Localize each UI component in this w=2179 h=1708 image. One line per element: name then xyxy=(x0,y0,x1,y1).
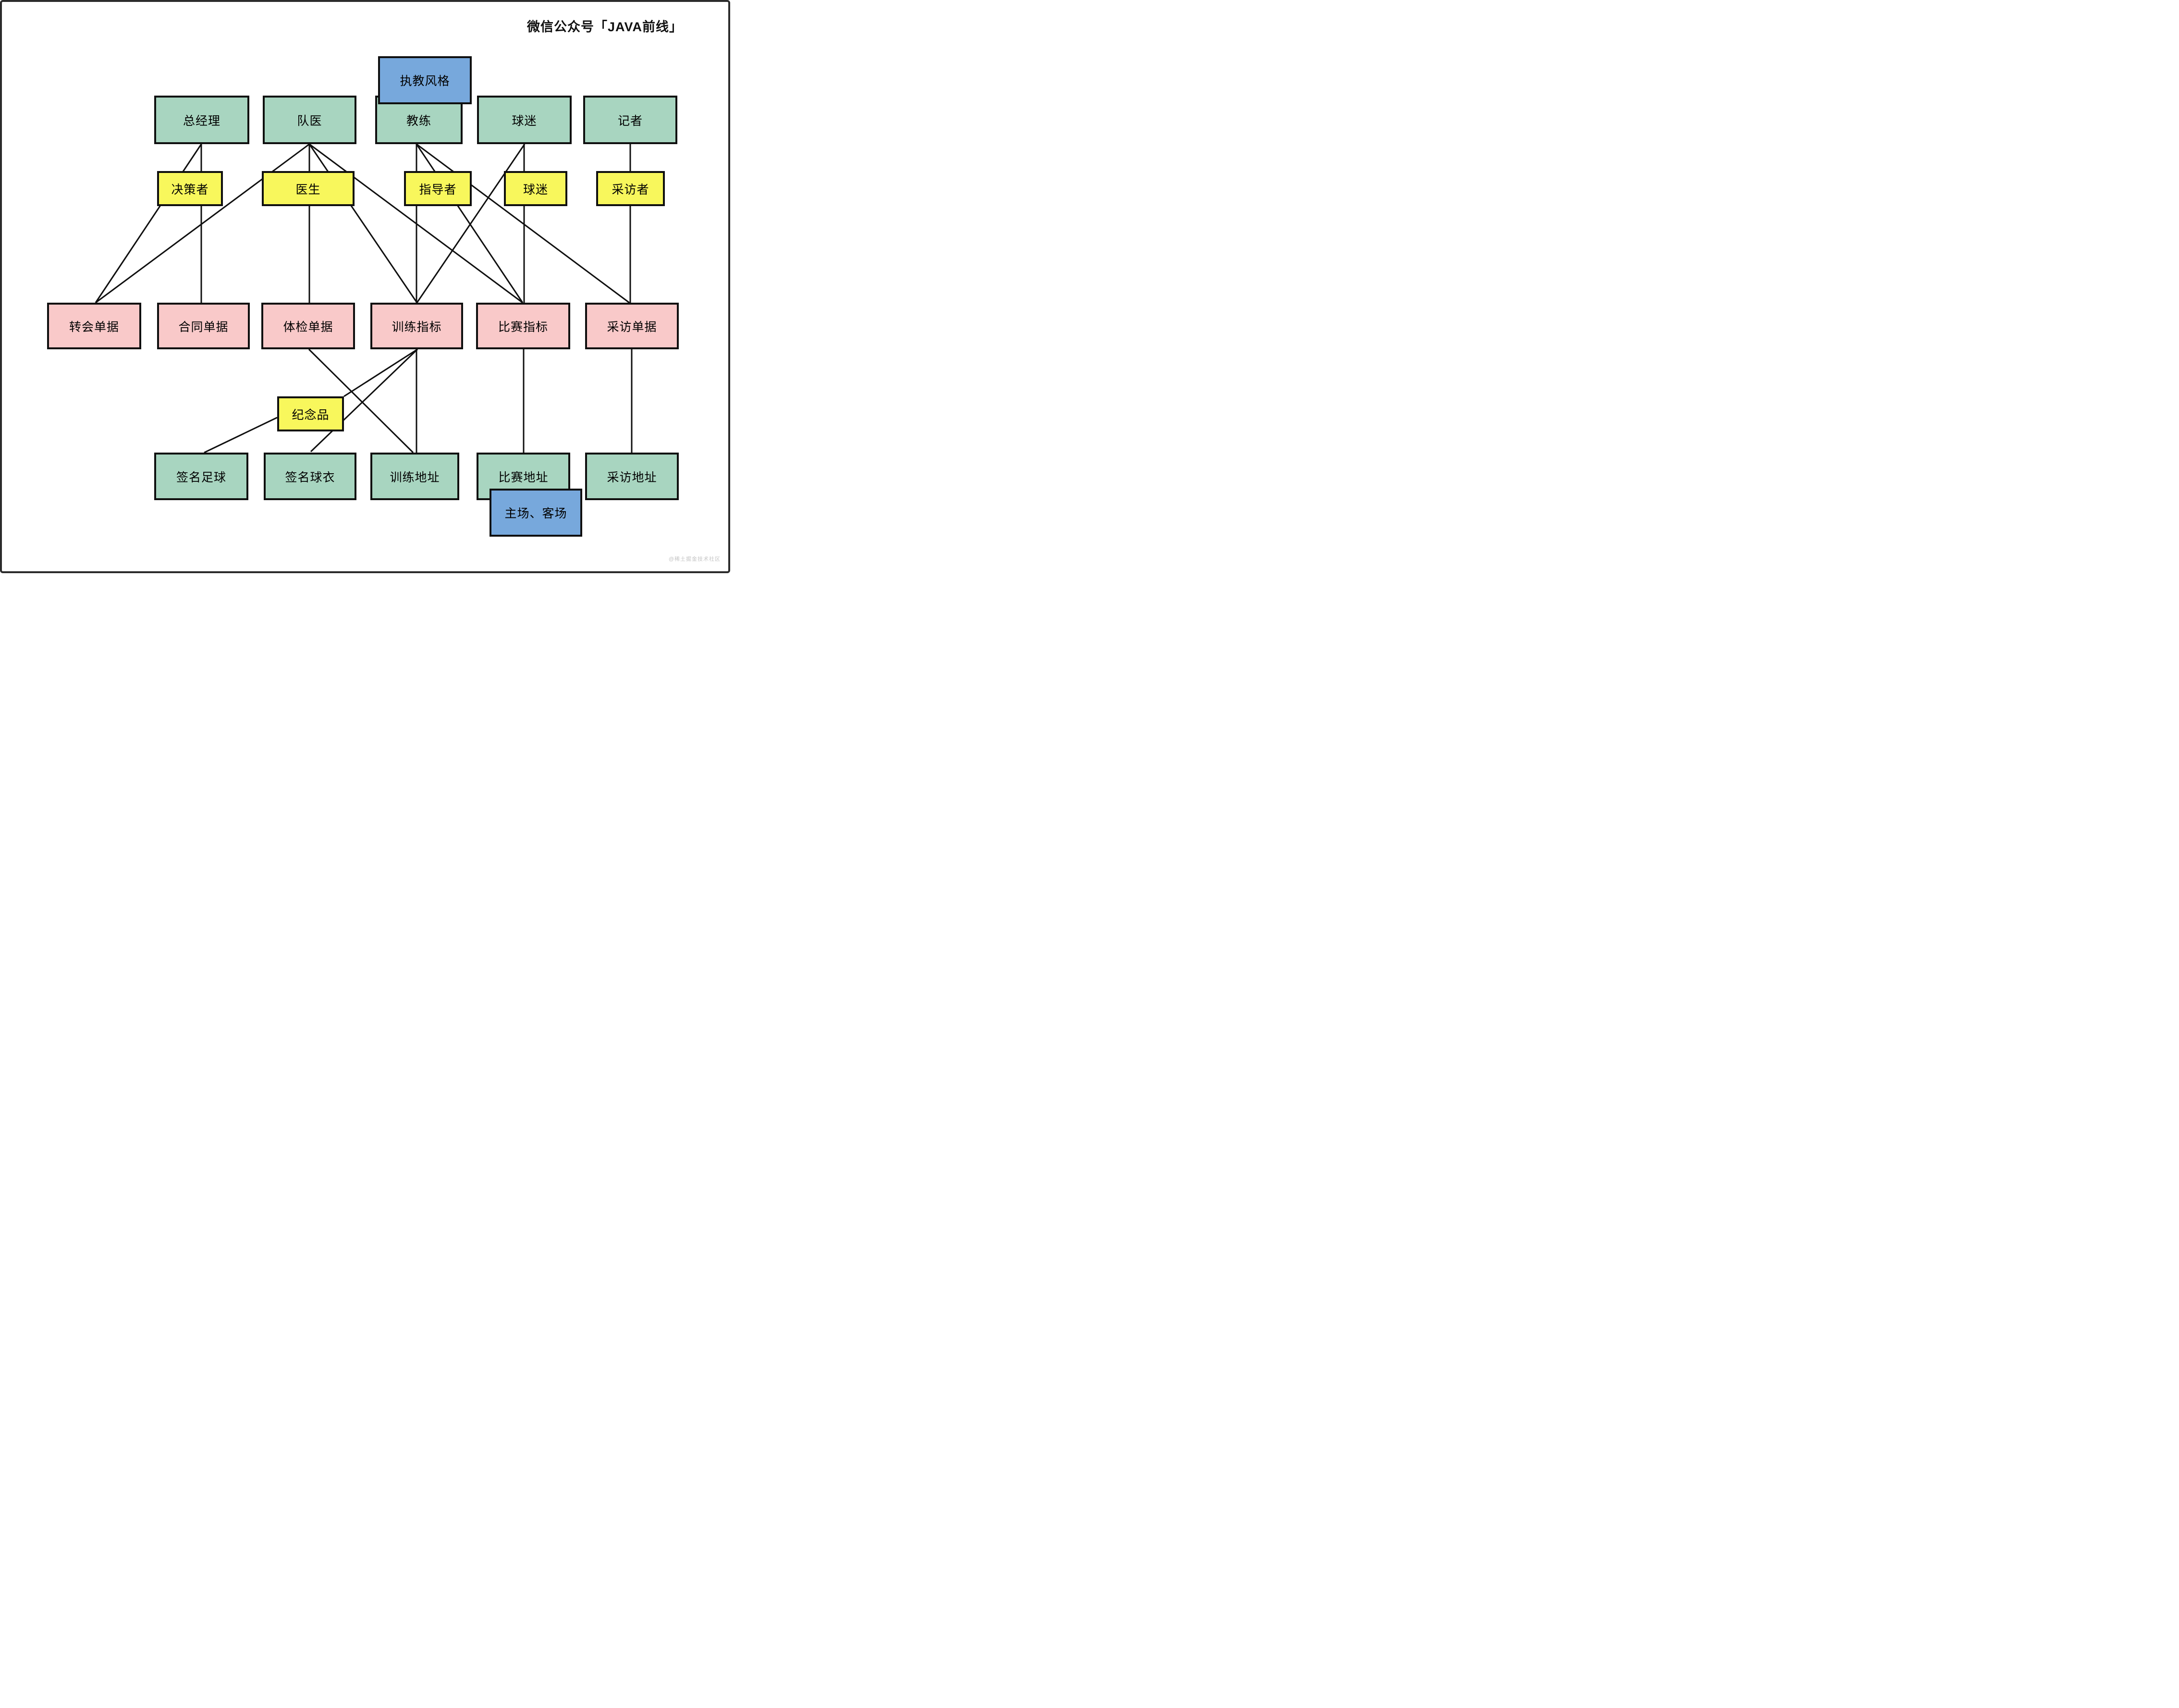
node-zhidaozhe: 指导者 xyxy=(404,171,472,206)
node-zongjingli: 总经理 xyxy=(154,96,249,144)
node-hetong-danju: 合同单据 xyxy=(157,303,250,349)
node-jinianpin: 纪念品 xyxy=(277,396,344,431)
node-zhijiao-fengge: 执教风格 xyxy=(378,56,472,104)
edge-duiyi--xunlian-zhibiao xyxy=(308,144,418,303)
node-juecezhe: 决策者 xyxy=(157,171,223,206)
edge-tijian-danju--xunlian-dizhi xyxy=(308,348,414,454)
node-caifang-danju: 采访单据 xyxy=(585,303,679,349)
node-xunlian-dizhi: 训练地址 xyxy=(370,453,459,500)
node-qiumi: 球迷 xyxy=(477,96,572,144)
node-qianming-zuqiu: 签名足球 xyxy=(154,453,248,500)
node-yisheng: 医生 xyxy=(262,171,355,206)
edge-zongjingli--zhuanhui-danju xyxy=(95,144,202,303)
node-zhuchang-kechang: 主场、客场 xyxy=(490,489,582,537)
edge-jiaolian--caifang-danju xyxy=(416,143,630,304)
node-qianming-qiuyi: 签名球衣 xyxy=(264,453,356,500)
page-title: 微信公众号「JAVA前线」 xyxy=(526,20,683,34)
edge-jinianpin--qianming-zuqiu xyxy=(204,417,278,454)
node-caifang-dizhi: 采访地址 xyxy=(585,453,679,500)
node-caifangzhe: 采访者 xyxy=(596,171,665,206)
edge-xunlian-zhibiao--qianming-qiuyi xyxy=(310,348,418,453)
edge-jiaolian--bisai-zhibiao xyxy=(416,144,524,303)
edge-duiyi--zhuanhui-danju xyxy=(95,143,310,304)
node-qiumi-role: 球迷 xyxy=(504,171,567,206)
node-tijian-danju: 体检单据 xyxy=(261,303,355,349)
edge-qiumi--xunlian-zhibiao xyxy=(416,144,526,303)
node-zhuanhui-danju: 转会单据 xyxy=(47,303,141,349)
edge-xunlian-zhibiao--jinianpin xyxy=(343,348,418,397)
node-xunlian-zhibiao: 训练指标 xyxy=(370,303,463,349)
node-jizhe: 记者 xyxy=(583,96,677,144)
edge-layer xyxy=(95,143,633,454)
node-duiyi: 队医 xyxy=(263,96,356,144)
watermark: @稀土掘金技术社区 xyxy=(668,556,721,562)
diagram-canvas: 总经理队医教练球迷记者决策者医生指导者球迷采访者转会单据合同单据体检单据训练指标… xyxy=(0,0,730,573)
node-bisai-zhibiao: 比赛指标 xyxy=(476,303,570,349)
